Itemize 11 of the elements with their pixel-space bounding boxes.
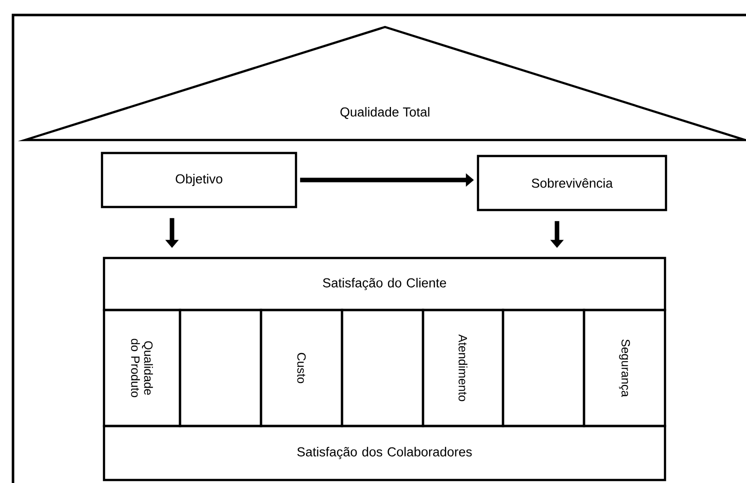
pillar-box: Atendimento [422, 308, 504, 428]
text-box: Objetivo [100, 152, 298, 208]
empty-pillar [340, 308, 424, 428]
text-box: Satisfação dos Colaboradores [102, 424, 666, 482]
empty-pillar [178, 308, 262, 428]
text-box: Satisfação do Cliente [102, 256, 666, 312]
pillar-box: Qualidade do Produto [102, 308, 182, 428]
pillar-box: Segurança [582, 308, 666, 428]
empty-pillar [502, 308, 586, 428]
pillar-box: Custo [260, 308, 344, 428]
text-box: Sobrevivência [476, 154, 668, 212]
